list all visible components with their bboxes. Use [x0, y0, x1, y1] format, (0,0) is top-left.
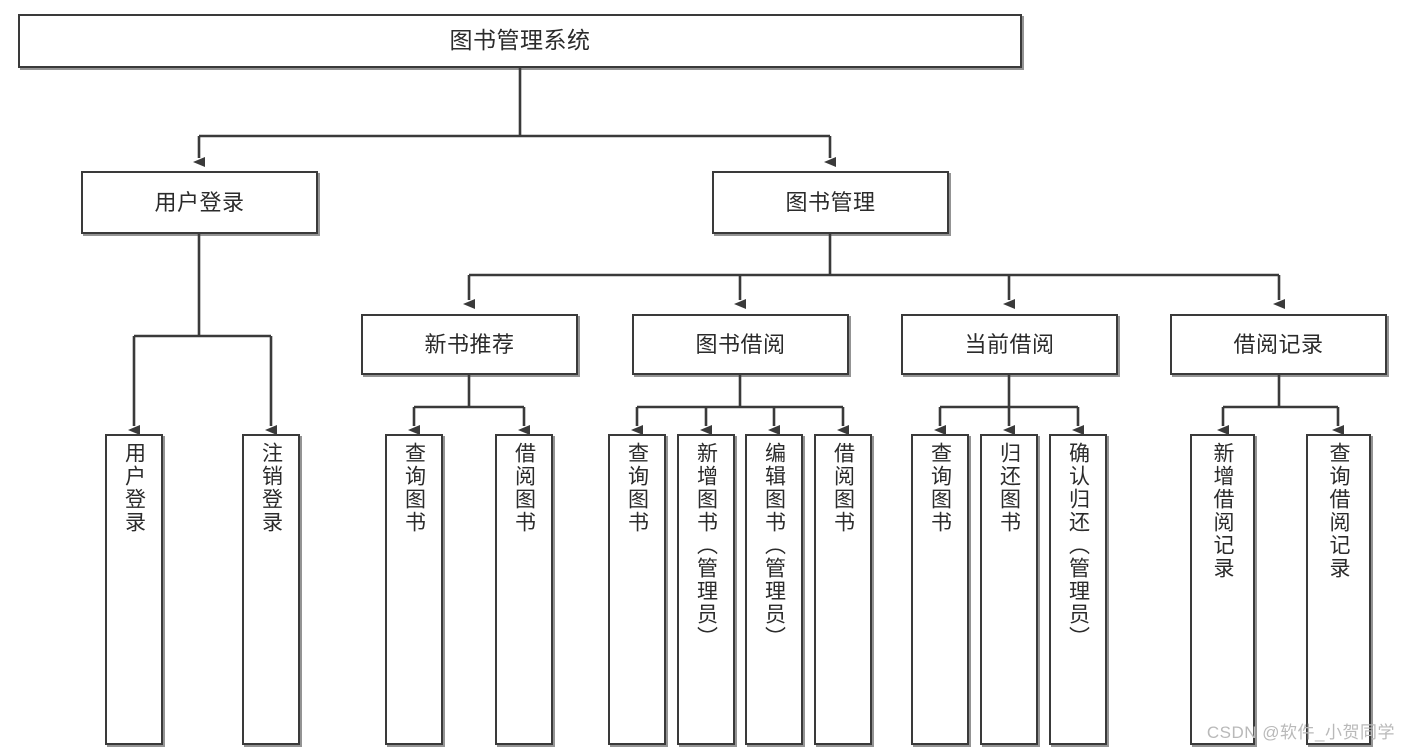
- node-label: 图书管理系统: [449, 27, 591, 54]
- leaf-current-return-books[interactable]: 归还图书: [980, 434, 1038, 745]
- node-label: 用户登录: [122, 442, 146, 534]
- leaf-record-add-borrow-record[interactable]: 新增借阅记录: [1190, 434, 1255, 745]
- leaf-current-confirm-return-admin[interactable]: 确认归还（管理员）: [1049, 434, 1107, 745]
- leaf-borrow-add-book-admin[interactable]: 新增图书（管理员）: [677, 434, 735, 745]
- leaf-record-query-borrow-record[interactable]: 查询借阅记录: [1306, 434, 1371, 745]
- node-label: 注销登录: [259, 442, 283, 534]
- leaf-new-book-query-books[interactable]: 查询图书: [385, 434, 443, 745]
- leaf-borrow-edit-book-admin[interactable]: 编辑图书（管理员）: [745, 434, 803, 745]
- leaf-user-login-signin[interactable]: 用户登录: [105, 434, 163, 745]
- node-label: 查询图书: [928, 442, 952, 534]
- leaf-new-book-borrow-books[interactable]: 借阅图书: [495, 434, 553, 745]
- leaf-borrow-borrow-books[interactable]: 借阅图书: [814, 434, 872, 745]
- node-book-management[interactable]: 图书管理: [712, 171, 949, 234]
- node-user-login[interactable]: 用户登录: [81, 171, 318, 234]
- leaf-borrow-query-books[interactable]: 查询图书: [608, 434, 666, 745]
- leaf-user-login-logout[interactable]: 注销登录: [242, 434, 300, 745]
- watermark-text: CSDN @软件_小贺同学: [1206, 723, 1395, 742]
- node-label: 借阅记录: [1233, 331, 1324, 357]
- node-label: 当前借阅: [964, 331, 1055, 357]
- node-label: 借阅图书: [512, 442, 536, 534]
- leaf-current-query-books[interactable]: 查询图书: [911, 434, 969, 745]
- node-new-book-recommendation[interactable]: 新书推荐: [361, 314, 578, 375]
- node-label: 查询借阅记录: [1327, 442, 1350, 580]
- node-label: 编辑图书（管理员）: [762, 442, 786, 649]
- node-label: 图书借阅: [695, 331, 786, 357]
- node-label: 确认归还（管理员）: [1066, 442, 1090, 649]
- node-root-book-management-system[interactable]: 图书管理系统: [18, 14, 1022, 68]
- node-book-borrowing[interactable]: 图书借阅: [632, 314, 849, 375]
- node-label: 查询图书: [625, 442, 649, 534]
- node-label: 归还图书: [997, 442, 1021, 534]
- node-current-borrowing[interactable]: 当前借阅: [901, 314, 1118, 375]
- node-label: 借阅图书: [831, 442, 855, 534]
- node-label: 新书推荐: [424, 331, 515, 357]
- node-label: 查询图书: [402, 442, 426, 534]
- node-label: 图书管理: [785, 189, 876, 215]
- node-borrowing-record[interactable]: 借阅记录: [1170, 314, 1387, 375]
- node-label: 新增图书（管理员）: [694, 442, 718, 649]
- node-label: 用户登录: [154, 189, 245, 215]
- node-label: 新增借阅记录: [1211, 442, 1234, 580]
